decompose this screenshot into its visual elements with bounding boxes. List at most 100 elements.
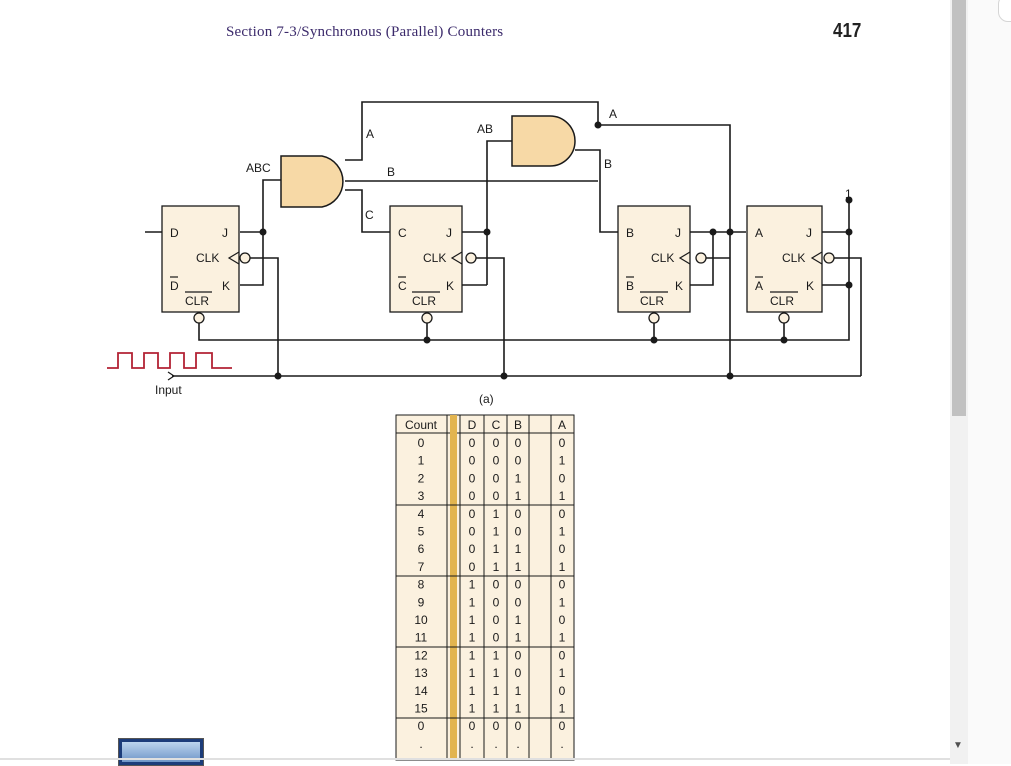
table-value-cell: 0 (493, 436, 500, 450)
section-header: Section 7-3/Synchronous (Parallel) Count… (226, 24, 504, 40)
wire-label-c: C (365, 208, 374, 222)
table-value-cell: 1 (469, 595, 476, 609)
table-value-cell: 0 (559, 613, 566, 627)
table-value-cell: 0 (469, 489, 476, 503)
right-gutter (968, 0, 1011, 764)
table-count-cell: 1 (418, 454, 425, 468)
table-count-cell: 7 (418, 560, 425, 574)
flipflop-a-box (746, 205, 823, 313)
table-value-cell: 0 (469, 560, 476, 574)
table-value-cell: 0 (469, 525, 476, 539)
ff-a-clr-label: CLR (770, 294, 794, 308)
ff-c-clr-label: CLR (412, 294, 436, 308)
table-value-cell: 1 (559, 702, 566, 716)
wire-label-ab: AB (477, 122, 493, 136)
table-value-cell: 0 (559, 684, 566, 698)
ff-d-clr-label: CLR (185, 294, 209, 308)
table-header-cell: Count (405, 418, 438, 432)
table-value-cell: 0 (469, 507, 476, 521)
wire-label-b-mid: B (387, 165, 395, 179)
wire-label-b-right: B (604, 157, 612, 171)
table-value-cell: 0 (559, 578, 566, 592)
ff-c-j-label: J (446, 226, 452, 240)
table-value-cell: 1 (493, 684, 500, 698)
table-count-cell: 5 (418, 525, 425, 539)
table-count-cell: 11 (415, 631, 428, 645)
wire-label-one: 1 (845, 187, 852, 201)
ff-c-clk-label: CLK (423, 251, 446, 265)
flipflop-b-box (617, 205, 691, 313)
table-count-cell: 8 (418, 578, 425, 592)
table-count-cell: 10 (414, 613, 428, 627)
ff-b-k-label: K (675, 279, 683, 293)
table-value-cell: 1 (469, 613, 476, 627)
table-value-cell: 0 (559, 471, 566, 485)
table-value-cell: 1 (559, 454, 566, 468)
table-header-cell: A (558, 418, 566, 432)
ff-c-q-label: C (398, 226, 407, 240)
table-value-cell: 1 (469, 684, 476, 698)
table-value-cell: 0 (515, 525, 522, 539)
ff-b-j-label: J (675, 226, 681, 240)
ff-b-clr-label: CLR (640, 294, 664, 308)
table-value-cell: 1 (515, 560, 522, 574)
table-count-cell: 2 (418, 471, 425, 485)
table-value-cell: 0 (493, 578, 500, 592)
table-value-cell: 1 (559, 666, 566, 680)
table-header-cell: B (514, 418, 522, 432)
figure-caption: (a) (479, 392, 494, 406)
flipflop-c-box (389, 205, 463, 313)
table-value-cell: 0 (515, 454, 522, 468)
table-value-cell: 1 (493, 525, 500, 539)
table-value-cell: 0 (559, 436, 566, 450)
table-value-cell: 0 (559, 507, 566, 521)
ff-b-q-label: B (626, 226, 634, 240)
table-value-cell: 1 (493, 702, 500, 716)
panel-corner (998, 0, 1011, 22)
page-number: 417 (833, 20, 862, 42)
preview-thumbnail[interactable] (118, 738, 204, 766)
ff-d-k-label: K (222, 279, 230, 293)
table-value-cell: 1 (469, 702, 476, 716)
table-value-cell: 1 (515, 471, 522, 485)
table-value-cell: 0 (493, 613, 500, 627)
ff-d-q-label: D (170, 226, 179, 240)
table-value-cell: 0 (469, 471, 476, 485)
table-count-cell: 3 (418, 489, 425, 503)
table-value-cell: 1 (515, 684, 522, 698)
table-value-cell: 1 (515, 631, 522, 645)
table-value-cell: 0 (559, 542, 566, 556)
table-value-cell: 1 (493, 648, 500, 662)
table-value-cell: 0 (515, 719, 522, 733)
table-value-cell: 0 (515, 436, 522, 450)
wire-label-a-top: A (609, 107, 617, 121)
table-header-cell: C (492, 418, 501, 432)
input-clock-waveform (107, 352, 232, 369)
table-value-cell: 1 (515, 702, 522, 716)
ff-c-k-label: K (446, 279, 454, 293)
scrollbar-thumb[interactable] (952, 0, 966, 416)
table-count-cell: . (419, 737, 422, 751)
ff-b-qbar-label: B (626, 279, 634, 293)
table-value-cell: 0 (493, 454, 500, 468)
table-value-cell: 0 (515, 595, 522, 609)
table-value-cell: 1 (515, 613, 522, 627)
table-value-cell: 1 (515, 489, 522, 503)
ff-a-k-label: K (806, 279, 814, 293)
table-count-cell: 12 (414, 648, 428, 662)
table-value-cell: 1 (493, 507, 500, 521)
ff-d-clk-label: CLK (196, 251, 219, 265)
table-count-cell: 14 (414, 684, 428, 698)
table-value-cell: . (516, 737, 519, 751)
ff-a-clk-label: CLK (782, 251, 805, 265)
flipflop-d-box (161, 205, 240, 313)
wire-label-a-left: A (366, 127, 374, 141)
scroll-down-arrow-icon[interactable]: ▼ (953, 740, 963, 751)
ff-a-qbar-label: A (755, 279, 763, 293)
table-value-cell: . (470, 737, 473, 751)
ff-b-clk-label: CLK (651, 251, 674, 265)
table-value-cell: 1 (469, 578, 476, 592)
table-value-cell: 1 (559, 489, 566, 503)
table-count-cell: 6 (418, 542, 425, 556)
